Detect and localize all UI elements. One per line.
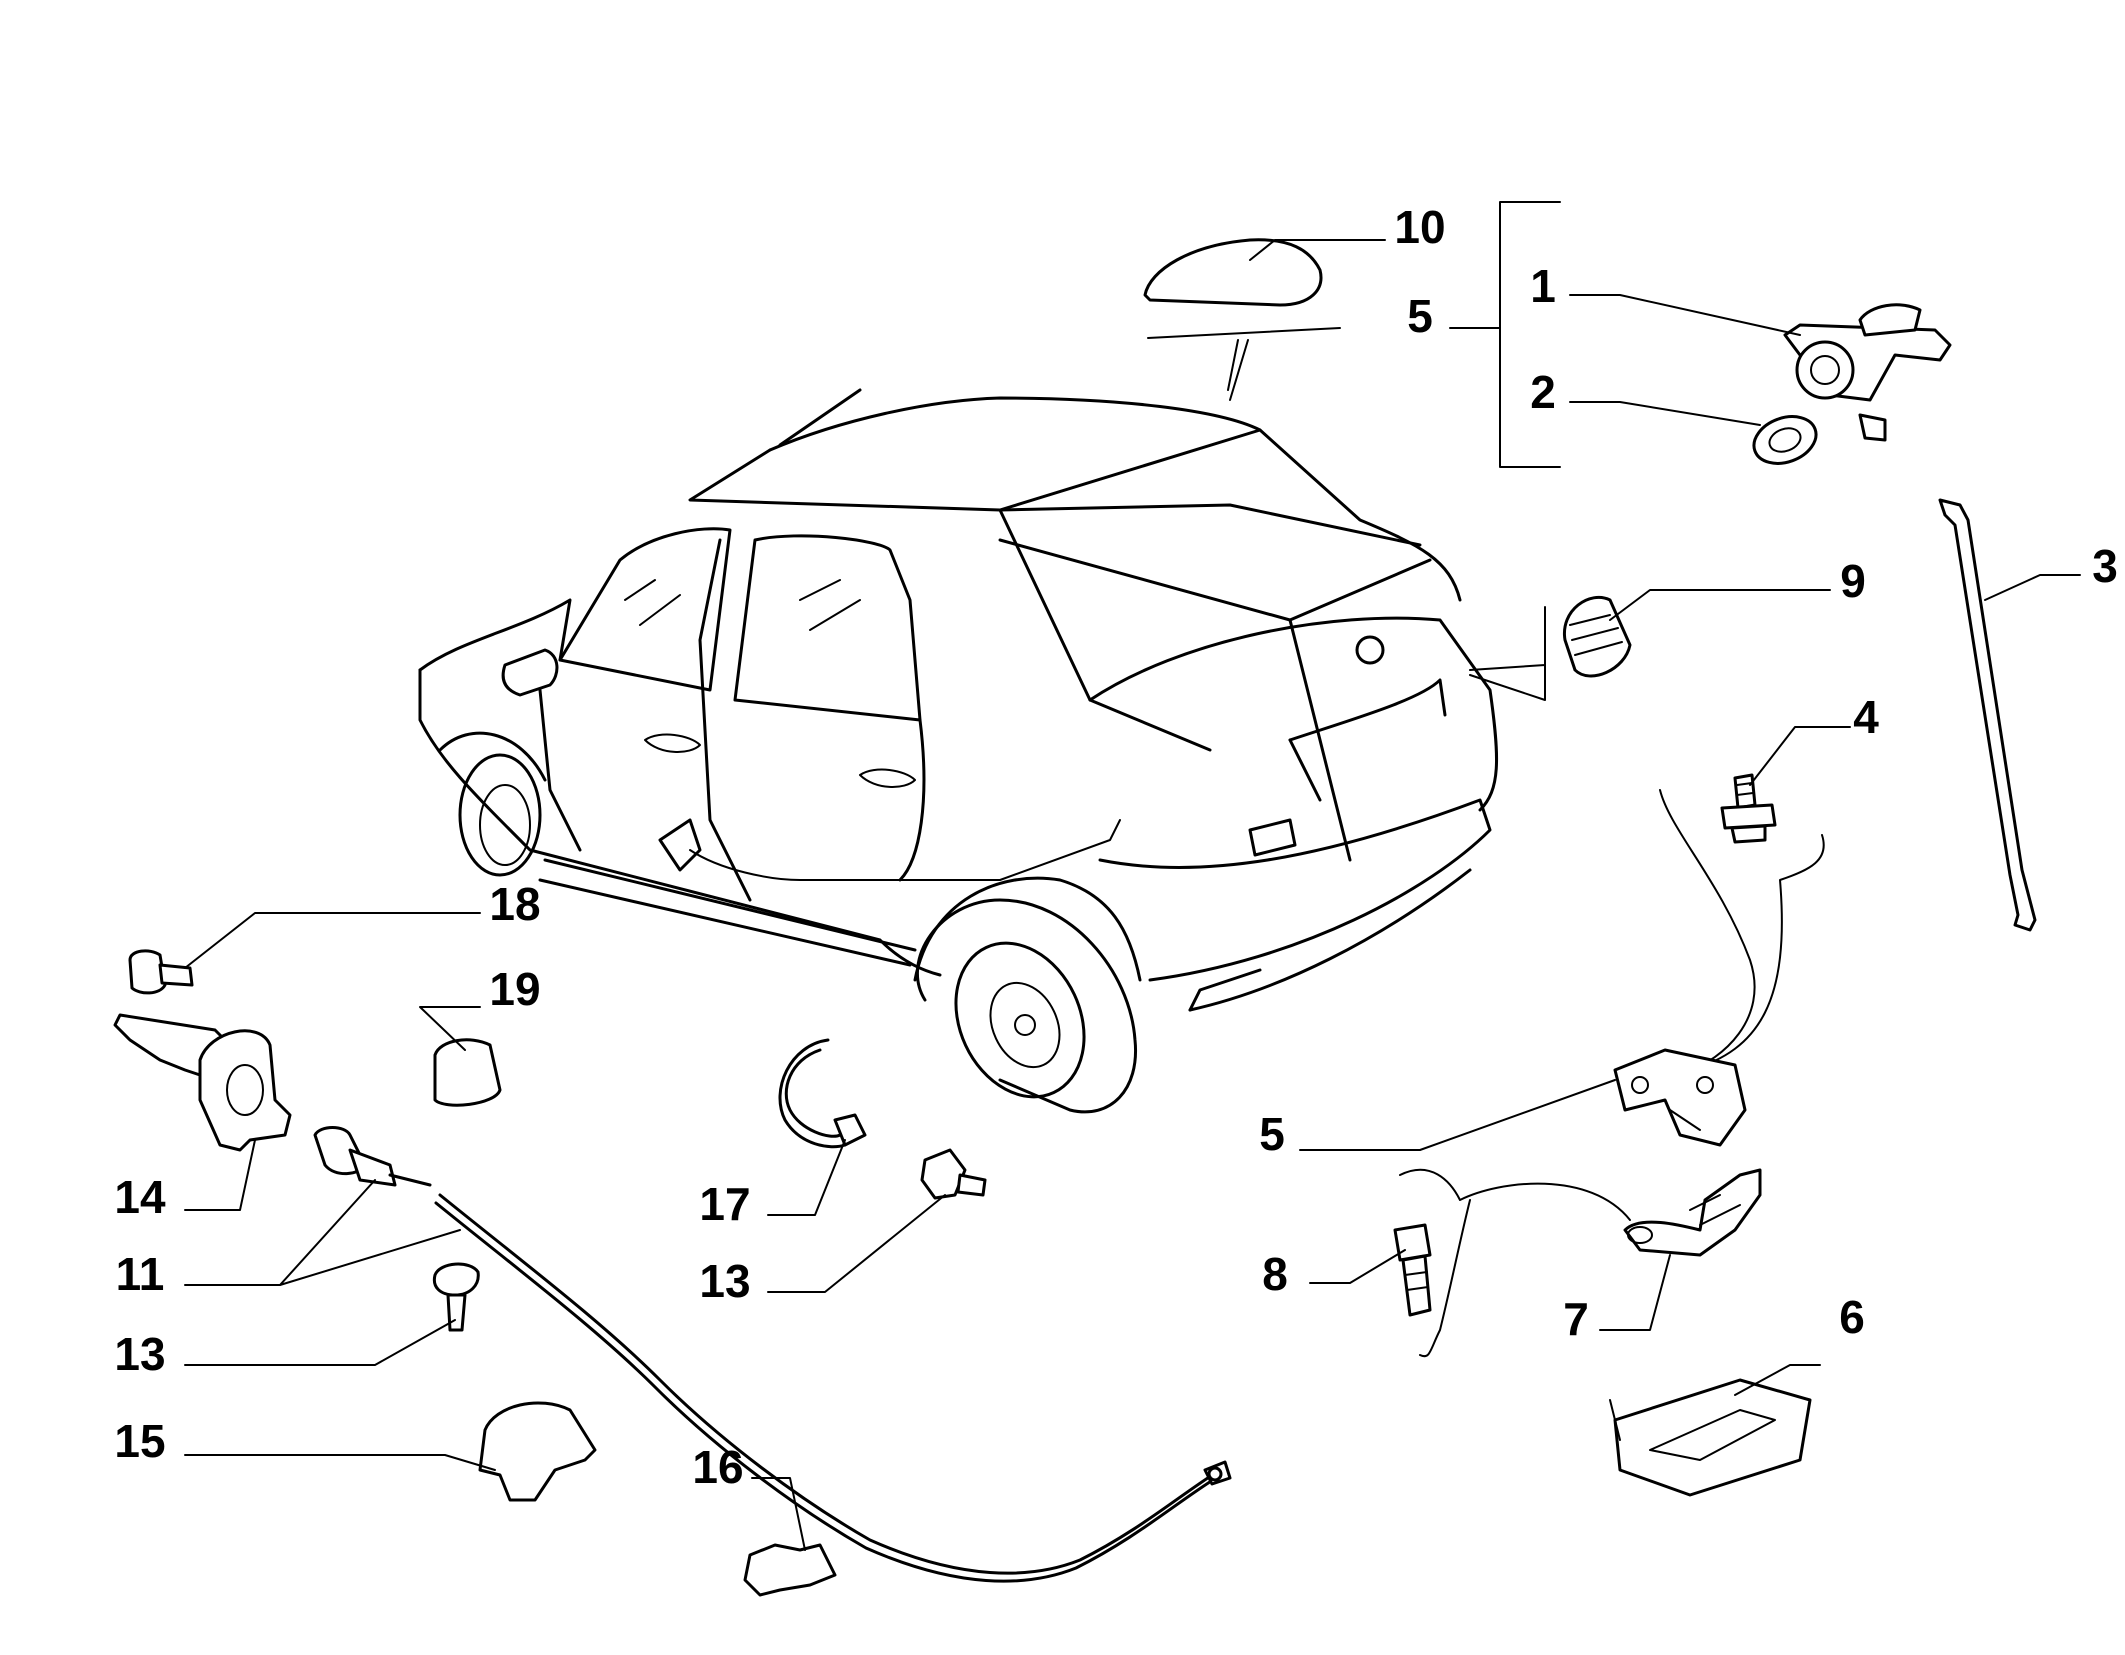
callout-13-left: 13 <box>114 1328 165 1380</box>
part-13-clip-left <box>432 1262 480 1332</box>
part-3-rod <box>1938 498 2037 932</box>
callout-5-bottom: 5 <box>1259 1108 1285 1160</box>
part-16-clip <box>743 1543 837 1597</box>
cable-loop-lower <box>1399 1168 1631 1358</box>
part-6-tray <box>1609 1378 1812 1497</box>
callout-9: 9 <box>1840 555 1866 607</box>
part-14-handle <box>113 1013 292 1152</box>
leader-lines <box>184 201 2081 1551</box>
part-8-screw <box>1393 1223 1432 1317</box>
part-1-lock <box>1783 303 1952 442</box>
callout-1: 1 <box>1530 260 1556 312</box>
callout-6: 6 <box>1839 1291 1865 1343</box>
part-13-nut-right <box>920 1148 987 1200</box>
part-7-striker <box>1623 1168 1762 1257</box>
callout-17: 17 <box>699 1178 750 1230</box>
callout-15: 15 <box>114 1415 165 1467</box>
part-5-latch <box>1613 1048 1747 1147</box>
part-15-clip <box>478 1401 597 1502</box>
part-2-washer <box>1752 415 1818 465</box>
callout-2: 2 <box>1530 366 1556 418</box>
callout-14: 14 <box>114 1171 166 1223</box>
part-18-screw <box>128 949 194 995</box>
callout-18: 18 <box>489 878 540 930</box>
callout-labels: 10 5 1 2 3 9 4 18 19 14 11 13 15 16 17 1… <box>114 201 2117 1493</box>
part-19-bushing <box>433 1038 502 1107</box>
part-9-grommet <box>1563 595 1632 678</box>
callout-3: 3 <box>2092 540 2118 592</box>
callout-16: 16 <box>692 1441 743 1493</box>
part-17-clip <box>778 1038 867 1149</box>
callout-19: 19 <box>489 963 540 1015</box>
callout-7: 7 <box>1563 1293 1589 1345</box>
car-illustration <box>418 388 1499 1114</box>
part-4-bolt <box>1720 773 1777 844</box>
callout-13-right: 13 <box>699 1255 750 1307</box>
part-11-cable <box>313 1126 1232 1583</box>
part-10-pad <box>1143 238 1323 307</box>
callout-11: 11 <box>116 1248 165 1300</box>
callout-10: 10 <box>1394 201 1445 253</box>
callout-8: 8 <box>1262 1248 1288 1300</box>
callout-4: 4 <box>1853 691 1879 743</box>
callout-5-top: 5 <box>1407 290 1433 342</box>
